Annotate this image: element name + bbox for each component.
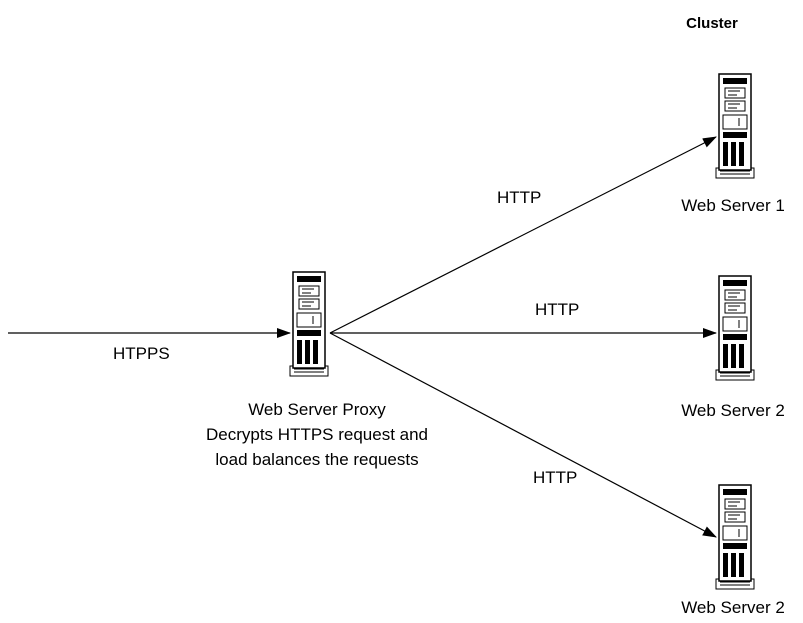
cluster-label: Cluster — [686, 15, 738, 32]
incoming-protocol-label: HTPPS — [113, 344, 170, 363]
http-connector-1 — [329, 136, 717, 334]
web-server-3-label: Web Server 2 — [681, 598, 785, 617]
proxy-desc-line2: load balances the requests — [215, 450, 419, 469]
web-server-1-icon — [715, 73, 755, 179]
http-label-3: HTTP — [533, 468, 578, 487]
http-label-1: HTTP — [497, 188, 542, 207]
web-server-3-icon — [715, 484, 755, 590]
http-connector-3 — [329, 332, 717, 538]
web-server-2-icon — [715, 275, 755, 381]
proxy-server-icon — [289, 271, 329, 377]
http-label-2: HTTP — [535, 300, 580, 319]
web-server-2-label: Web Server 2 — [681, 401, 785, 420]
proxy-title: Web Server Proxy — [248, 400, 386, 419]
proxy-desc-line1: Decrypts HTTPS request and — [205, 425, 429, 444]
web-server-1-label: Web Server 1 — [681, 196, 785, 215]
